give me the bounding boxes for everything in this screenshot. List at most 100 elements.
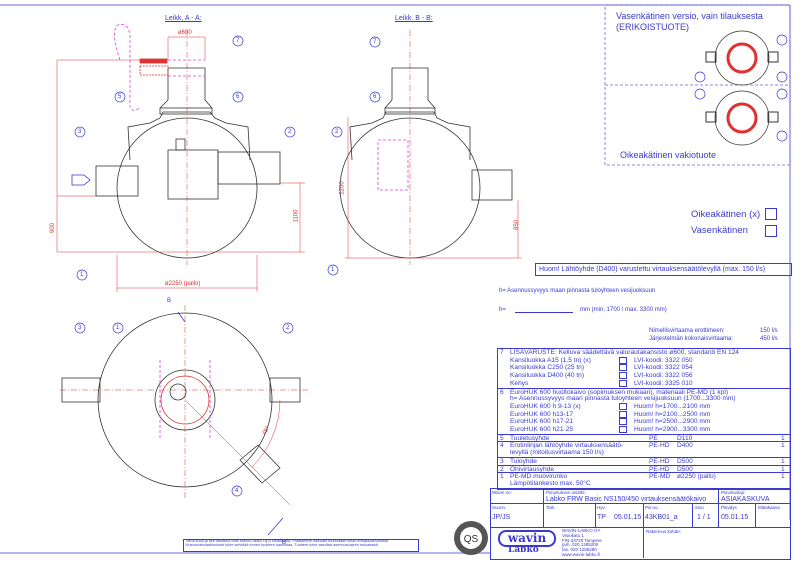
table-row: EuroHUK 600 h13-17 Huom! h=2100...2500 mm [497,410,790,419]
part-number: 4 [500,442,504,450]
part-size: ø2250 (pallo) [677,473,716,481]
company-info: WAVIN-LABKO OY Visiokatu 1 FIN-33720 Tam… [562,528,602,558]
total-flow-value: 450 l/s [760,336,778,342]
callout-1: 1 [331,267,335,273]
approved-date: 05.01.15 [614,514,642,521]
section-b-title: Leikk. B - B: [395,15,433,22]
content-value: Labko FRW Basic NS150/450 virtauksensäät… [546,496,707,503]
table-row: levyllä (mitoitusvirtaama 150 l/s) [497,449,790,457]
warning-note: Huom! Lähtöyhde (D400) varustettu virtau… [535,263,792,276]
part-description: Kansiluokka D400 (40 tn) [510,372,585,380]
page-value: 1 / 1 [697,514,711,521]
part-size: D400 [677,442,693,450]
svg-text:QS: QS [464,534,479,545]
company-web[interactable]: www.wavin-labko.fi [562,551,601,557]
option-right-handed[interactable]: Oikeakätinen (x) [691,209,760,220]
h-label: h= [499,307,506,313]
option-checkbox[interactable] [619,364,627,372]
section-marker-bottom: B [282,540,287,546]
option-checkbox[interactable] [619,410,627,418]
part-material: PE-HD [649,457,670,465]
lvi-code: Huom! h=2100...2500 mm [634,410,711,418]
drawing-no-value: 43KB01_a [645,514,678,521]
designer-label: Suunn. [492,505,507,510]
option-label: Oikeakätinen (x) [691,209,761,220]
table-row: h= Asennussyvyys maan pinnasta tuloyhtee… [497,395,790,403]
callout-4: 4 [235,488,239,494]
table-row: Kansiluokka A15 (1.5 tn) (x) LVI-koodi: 3… [497,356,790,365]
callout-1: 1 [80,272,84,278]
height-1100-dim: 1100 [293,209,300,223]
part-description: levyllä (mitoitusvirtaama 150 l/s) [510,449,604,457]
checked-label: Tark. [546,505,556,510]
lvi-code: Huom! h=1700...2100 mm [634,402,711,410]
page-label: Sivu [695,505,704,510]
height-2200-dim: 2200 [339,181,346,195]
designer-value: JP/JS [492,514,511,521]
company-city: FIN-33720 Tampere [562,537,602,543]
option-checkbox[interactable] [619,379,627,387]
part-quantity: 1 [781,457,785,465]
option-checkbox[interactable] [619,372,627,380]
left-handed-variant-drawing [705,30,779,86]
callout-1: 1 [116,325,120,331]
type-value: ASIAKASKUVA [721,496,770,503]
section-a-dimensions [56,36,305,292]
part-description: EuroHUK 600 huoltokaivo (sopimuksen muka… [510,388,729,396]
callout-5: 5 [118,94,122,100]
part-description: Ohivirtausyhde [510,465,554,473]
part-description: EuroHUK 600 h21-25 [510,426,574,433]
plan-view [60,305,310,536]
approved-label: Hyv. [597,505,606,510]
callout-6: 6 [236,94,240,100]
part-description: PE-MD muovirunko [510,473,568,481]
wavin-logo: wavin [498,530,556,547]
option-checkbox[interactable] [619,356,627,364]
part-description: EuroHUK 600 h13-17 [510,410,574,418]
nominal-flow-label: Nimellisvirtaama erottimeen: [649,328,725,334]
callout-6: 6 [373,94,377,100]
company-name: WAVIN-LABKO OY [562,528,601,533]
lvi-code: LVI-koodi: 3322 054 [634,364,693,372]
title-block [490,488,791,560]
content-label: Piirustuksen sisältö: [546,490,586,495]
option-left-handed[interactable]: Vasenkätinen [691,225,748,236]
callouts [74,34,788,497]
wavin-no-label: Wavin no: [492,490,512,495]
part-quantity: 1 [781,465,785,473]
callout-2: 2 [335,129,339,135]
option-checkbox[interactable] [619,402,627,410]
part-description: Lämpötilankesto max. 50°C [510,479,591,487]
option-label: Vasenkätinen [691,225,748,236]
part-description: Kansiluokka C250 (25 tn) [510,364,585,372]
option-checkbox[interactable] [619,418,627,426]
left-handed-subtitle: (ERIKOISTUOTE) [616,22,690,32]
checkbox-left-handed[interactable] [765,225,777,237]
table-row: EuroHUK 600 h 9-13 (x)Huom! h=1700...210… [497,402,790,411]
callout-2: 2 [288,129,292,135]
type-label: Piirustuslaji: [721,490,746,495]
h-input[interactable] [515,312,573,313]
section-marker-top: B [167,298,172,304]
option-checkbox[interactable] [619,426,627,433]
checkbox-right-handed[interactable] [765,208,777,220]
part-number: 5 [500,434,504,442]
part-description: Kehys [510,379,529,387]
part-number: 7 [500,349,504,356]
height-900-dim: 900 [50,222,57,234]
quality-seal: QS [454,521,488,555]
part-quantity: 1 [781,473,785,481]
part-description: Kansiluokka A15 (1.5 tn) (x) [510,356,591,364]
right-handed-variant-drawing [705,90,779,146]
part-description: Erotinlinjan lähtöyhde virtauksensäätö- [510,442,624,450]
sphere-diameter-dim: ø2250 (pallo) [165,281,201,287]
part-quantity: 1 [781,442,785,450]
copyright-notice: Tämä kuva ja sen ratkaisut ovat Wavin-La… [183,539,419,552]
lvi-code: LVI-koodi: 3322 050 [634,356,693,364]
